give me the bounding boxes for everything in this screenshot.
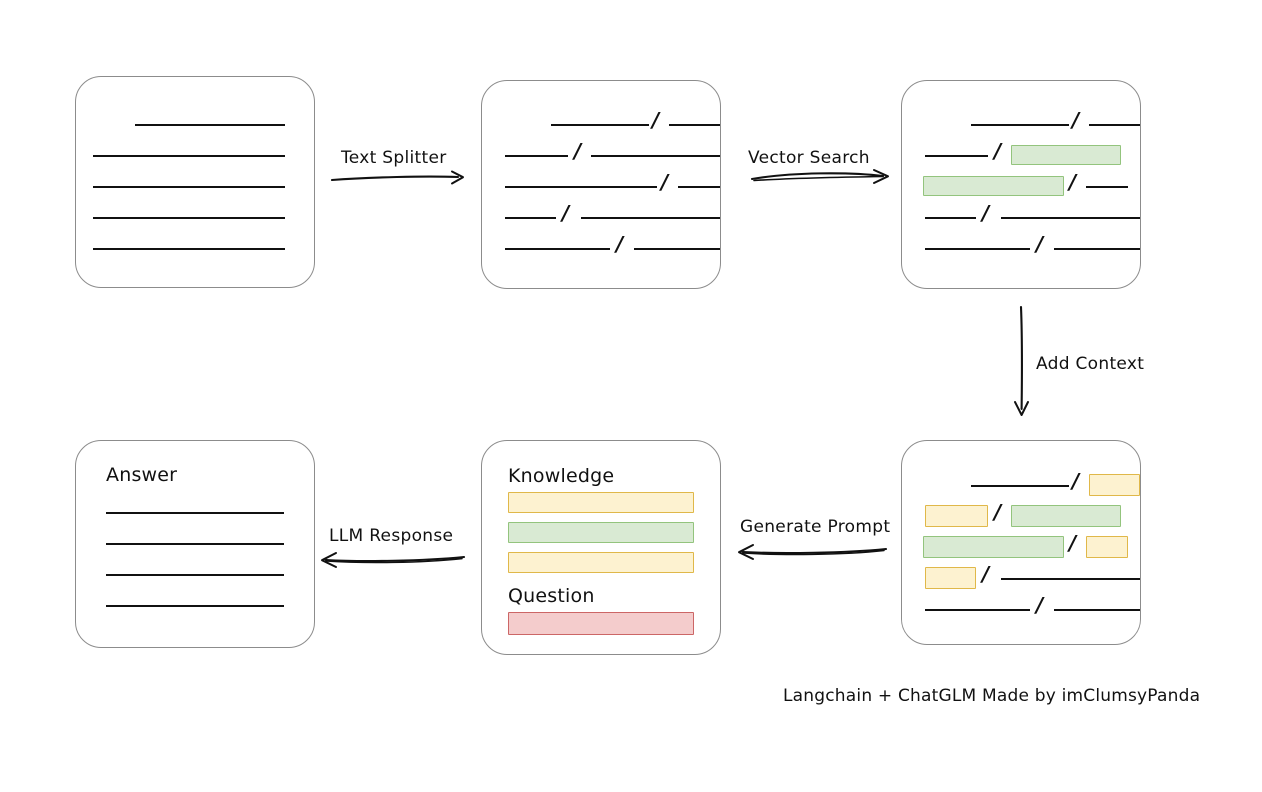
text-line-segment bbox=[1054, 248, 1140, 250]
text-line-segment bbox=[93, 217, 285, 219]
text-line-segment bbox=[1089, 124, 1140, 126]
question-bar-red bbox=[508, 612, 694, 635]
text-line-segment bbox=[106, 512, 284, 514]
text-line-segment bbox=[971, 485, 1069, 487]
text-line-segment bbox=[1054, 609, 1140, 611]
text-line-segment bbox=[591, 155, 720, 157]
knowledge-bar-yellow bbox=[508, 552, 694, 573]
highlight-chip-yellow bbox=[925, 567, 976, 589]
highlight-chip-yellow bbox=[1086, 536, 1128, 558]
slash-separator: / bbox=[574, 139, 582, 163]
edge-vector-search-arrow bbox=[750, 169, 889, 184]
edge-llm-response-label: LLM Response bbox=[329, 526, 454, 546]
text-line-segment bbox=[669, 124, 720, 126]
slash-separator: / bbox=[994, 500, 1002, 524]
source-document-box[interactable] bbox=[75, 76, 315, 288]
question-label: Question bbox=[508, 585, 595, 607]
text-line-segment bbox=[971, 124, 1069, 126]
text-line-segment bbox=[505, 155, 568, 157]
slash-separator: / bbox=[652, 108, 660, 132]
text-line-segment bbox=[1001, 578, 1140, 580]
highlight-chip-green bbox=[1011, 505, 1121, 527]
highlight-chip-green bbox=[1011, 145, 1121, 165]
text-line-segment bbox=[505, 186, 657, 188]
slash-separator: / bbox=[982, 201, 990, 225]
edge-add-context-label: Add Context bbox=[1036, 354, 1145, 374]
text-line-segment bbox=[93, 248, 285, 250]
text-line-segment bbox=[678, 186, 720, 188]
answer-label: Answer bbox=[106, 464, 178, 486]
text-line-segment bbox=[106, 605, 284, 607]
text-line-segment bbox=[925, 217, 976, 219]
knowledge-bar-yellow bbox=[508, 492, 694, 513]
footer-caption: Langchain + ChatGLM Made by imClumsyPand… bbox=[783, 686, 1201, 706]
edge-add-context-arrow bbox=[1014, 305, 1029, 416]
highlight-chip-green bbox=[923, 536, 1064, 558]
slash-separator: / bbox=[1036, 232, 1044, 256]
text-line-segment bbox=[551, 124, 649, 126]
highlight-chip-yellow bbox=[925, 505, 988, 527]
slash-separator: / bbox=[562, 201, 570, 225]
text-line-segment bbox=[505, 248, 610, 250]
text-line-segment bbox=[93, 186, 285, 188]
text-line-segment bbox=[106, 574, 284, 576]
slash-separator: / bbox=[1072, 108, 1080, 132]
text-line-segment bbox=[93, 155, 285, 157]
slash-separator: / bbox=[661, 170, 669, 194]
text-line-segment bbox=[135, 124, 285, 126]
edge-text-splitter-arrow bbox=[330, 170, 464, 185]
highlight-chip-yellow bbox=[1089, 474, 1140, 496]
slash-separator: / bbox=[982, 562, 990, 586]
edge-generate-prompt-arrow bbox=[738, 544, 888, 560]
text-line-segment bbox=[925, 248, 1030, 250]
slash-separator: / bbox=[1069, 531, 1077, 555]
edge-llm-response-arrow bbox=[321, 552, 466, 568]
slash-separator: / bbox=[1036, 593, 1044, 617]
text-line-segment bbox=[634, 248, 720, 250]
slash-separator: / bbox=[994, 139, 1002, 163]
text-line-segment bbox=[581, 217, 720, 219]
slash-separator: / bbox=[1072, 469, 1080, 493]
edge-text-splitter-label: Text Splitter bbox=[341, 148, 447, 168]
split-document-box[interactable] bbox=[481, 80, 721, 289]
text-line-segment bbox=[925, 155, 988, 157]
highlight-chip-green bbox=[923, 176, 1064, 196]
edge-generate-prompt-label: Generate Prompt bbox=[740, 517, 891, 537]
text-line-segment bbox=[1001, 217, 1140, 219]
knowledge-label: Knowledge bbox=[508, 465, 615, 487]
slash-separator: / bbox=[616, 232, 624, 256]
knowledge-bar-green bbox=[508, 522, 694, 543]
text-line-segment bbox=[1086, 186, 1128, 188]
slash-separator: / bbox=[1069, 170, 1077, 194]
text-line-segment bbox=[106, 543, 284, 545]
text-line-segment bbox=[925, 609, 1030, 611]
text-line-segment bbox=[505, 217, 556, 219]
edge-vector-search-label: Vector Search bbox=[748, 148, 870, 168]
